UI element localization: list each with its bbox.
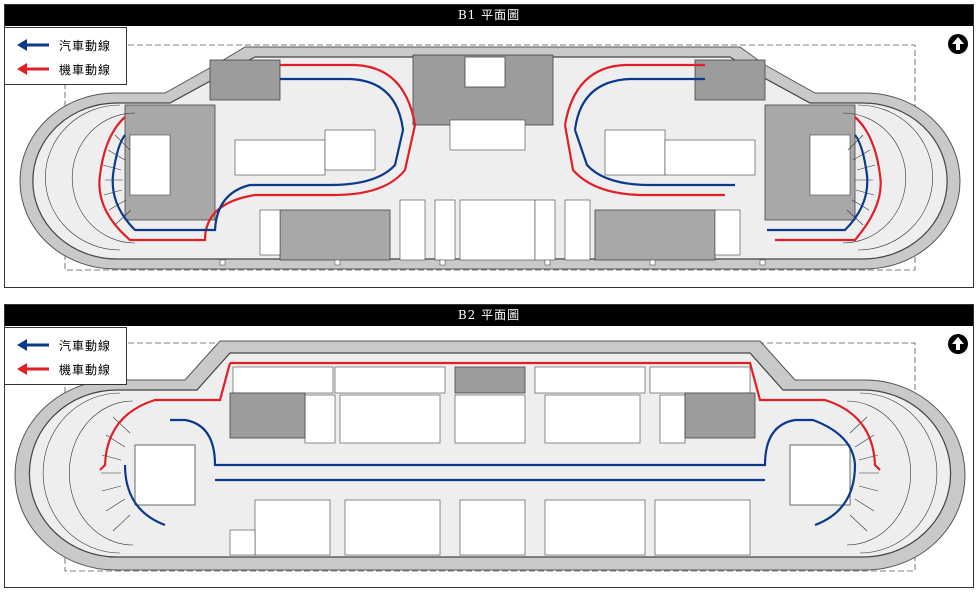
b1-room-bottom-right bbox=[594, 209, 716, 261]
b2-parking-top bbox=[232, 366, 751, 444]
north-arrow-icon bbox=[948, 334, 968, 354]
b1-plan-drawing bbox=[19, 44, 961, 271]
b2-legend-scooter-label: 機車動線 bbox=[59, 362, 112, 377]
scooter-route-arrow-icon bbox=[17, 363, 49, 375]
b2-plan-drawing bbox=[14, 340, 966, 572]
b2-floor-plan-panel: B2 平面圖 bbox=[4, 304, 974, 588]
b2-title: B2 平面圖 bbox=[457, 308, 521, 322]
b2-car-route bbox=[123, 418, 857, 527]
b1-scooter-route bbox=[98, 63, 882, 242]
b2-core-left bbox=[229, 392, 306, 439]
b2-room-right bbox=[789, 444, 851, 506]
b2-stair-center bbox=[454, 366, 526, 394]
b1-column-markers bbox=[219, 259, 766, 266]
b2-parking-bottom bbox=[229, 499, 751, 556]
b1-room-bottom-left bbox=[279, 209, 391, 261]
b1-core-right bbox=[694, 59, 766, 101]
b1-title-bar: B1 平面圖 bbox=[5, 5, 973, 26]
b2-legend-car: 汽車動線 bbox=[15, 336, 111, 354]
b1-legend-scooter-label: 機車動線 bbox=[59, 62, 112, 77]
b2-legend: 汽車動線 機車動線 bbox=[5, 327, 127, 385]
b1-parking-bays bbox=[129, 119, 851, 261]
b1-legend-car: 汽車動線 bbox=[15, 36, 111, 54]
b2-room-left bbox=[134, 444, 196, 506]
b1-inner-floor bbox=[32, 56, 948, 260]
b1-floor-plan-panel: B1 平面圖 bbox=[4, 4, 974, 288]
b2-core-right bbox=[684, 392, 756, 439]
b1-legend-car-label: 汽車動線 bbox=[59, 38, 112, 53]
b2-legend-car-label: 汽車動線 bbox=[59, 338, 112, 353]
b2-title-bar: B2 平面圖 bbox=[5, 305, 973, 326]
b2-scooter-route bbox=[99, 361, 881, 471]
b1-title: B1 平面圖 bbox=[457, 8, 521, 22]
b1-car-route bbox=[111, 77, 869, 232]
b2-ramp-left bbox=[42, 392, 134, 554]
b1-stair-center bbox=[464, 56, 506, 88]
car-route-arrow-icon bbox=[17, 339, 49, 351]
b1-core-left bbox=[209, 59, 281, 101]
b1-legend-scooter: 機車動線 bbox=[15, 60, 111, 78]
north-arrow-icon bbox=[948, 34, 968, 54]
b2-ramp-right bbox=[846, 392, 938, 554]
car-route-arrow-icon bbox=[17, 39, 49, 51]
b2-legend-scooter: 機車動線 bbox=[15, 360, 111, 378]
scooter-route-arrow-icon bbox=[17, 63, 49, 75]
b1-legend: 汽車動線 機車動線 bbox=[5, 27, 127, 85]
